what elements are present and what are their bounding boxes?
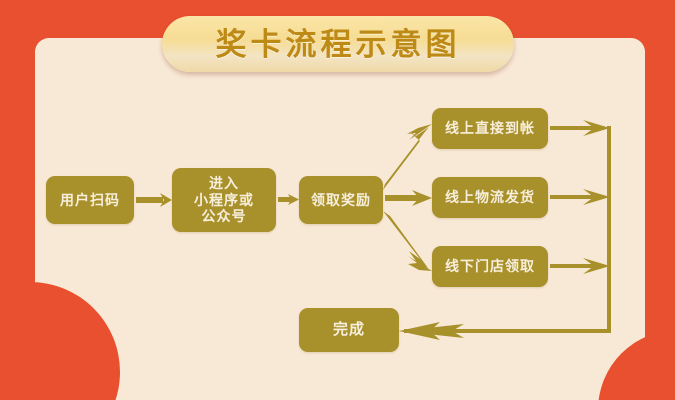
flow-node-claim-reward[interactable]: 领取奖励 [299,176,383,224]
flow-node-claim-reward-line-1: 领取奖励 [311,191,371,208]
flow-node-complete-line-1: 完成 [332,321,365,339]
flow-node-claim-reward-label: 领取奖励 [311,192,371,209]
flow-node-offline-store-pickup[interactable]: 线下门店领取 [432,246,548,287]
flow-node-scan[interactable]: 用户扫码 [46,176,134,224]
flow-node-scan-label: 用户扫码 [60,192,120,209]
flow-node-enter-line-3: 公众号 [201,208,247,225]
flow-node-complete-label: 完成 [333,321,365,339]
page-title: 奖卡流程示意图 [215,26,461,62]
flow-node-enter-line-1: 进入 [209,175,239,192]
flow-node-complete[interactable]: 完成 [299,308,399,352]
flow-node-offline-store-pickup-line-1: 线下门店领取 [445,258,535,275]
flow-node-enter-line-2: 小程序或 [194,191,254,208]
flow-node-enter[interactable]: 进入 小程序或 公众号 [172,168,276,232]
flow-node-online-shipping-label: 线上物流发货 [445,189,535,206]
flow-node-online-credit[interactable]: 线上直接到帐 [432,108,548,149]
flow-node-online-shipping-line-1: 线上物流发货 [445,189,535,206]
diagram-title-pill: 奖卡流程示意图 [162,16,514,72]
flow-node-enter-label: 进入 小程序或 公众号 [194,175,254,225]
flow-node-online-credit-line-1: 线上直接到帐 [445,120,535,137]
flow-node-scan-line-1: 用户扫码 [60,191,120,208]
flow-node-online-credit-label: 线上直接到帐 [445,120,535,137]
flow-node-online-shipping[interactable]: 线上物流发货 [432,177,548,218]
flow-node-offline-store-pickup-label: 线下门店领取 [445,258,535,275]
